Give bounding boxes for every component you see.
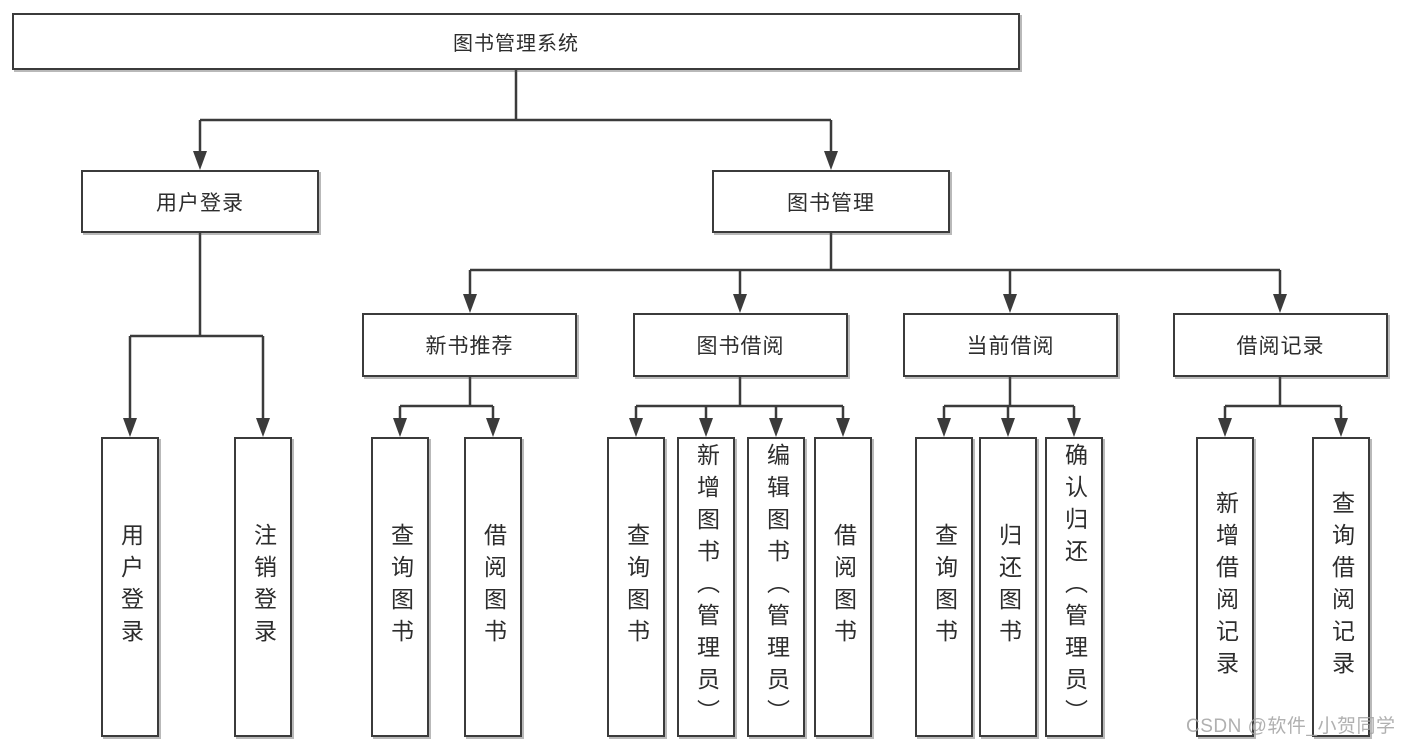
node-logout-leaf: 注销登录 bbox=[234, 437, 292, 737]
node-user-login-leaf: 用户登录 bbox=[101, 437, 159, 737]
node-new-book-recommend: 新书推荐 bbox=[362, 313, 577, 377]
node-edit-book-admin: 编辑图书（管理员） bbox=[747, 437, 805, 737]
node-confirm-return-admin: 确认归还（管理员） bbox=[1045, 437, 1103, 737]
node-query-books-borrowing: 查询图书 bbox=[607, 437, 665, 737]
node-borrowing-records: 借阅记录 bbox=[1173, 313, 1388, 377]
node-borrow-books-recommend: 借阅图书 bbox=[464, 437, 522, 737]
node-current-borrowing: 当前借阅 bbox=[903, 313, 1118, 377]
node-query-books-recommend: 查询图书 bbox=[371, 437, 429, 737]
node-book-borrowing: 图书借阅 bbox=[633, 313, 848, 377]
node-add-book-admin: 新增图书（管理员） bbox=[677, 437, 735, 737]
node-borrow-books-leaf: 借阅图书 bbox=[814, 437, 872, 737]
watermark-text: CSDN @软件_小贺同学 bbox=[1186, 716, 1396, 737]
node-book-management-branch: 图书管理 bbox=[712, 170, 950, 233]
node-system-root: 图书管理系统 bbox=[12, 13, 1020, 70]
node-add-borrow-record: 新增借阅记录 bbox=[1196, 437, 1254, 737]
node-query-books-current: 查询图书 bbox=[915, 437, 973, 737]
node-return-books: 归还图书 bbox=[979, 437, 1037, 737]
node-query-borrow-record: 查询借阅记录 bbox=[1312, 437, 1370, 737]
node-user-login-branch: 用户登录 bbox=[81, 170, 319, 233]
